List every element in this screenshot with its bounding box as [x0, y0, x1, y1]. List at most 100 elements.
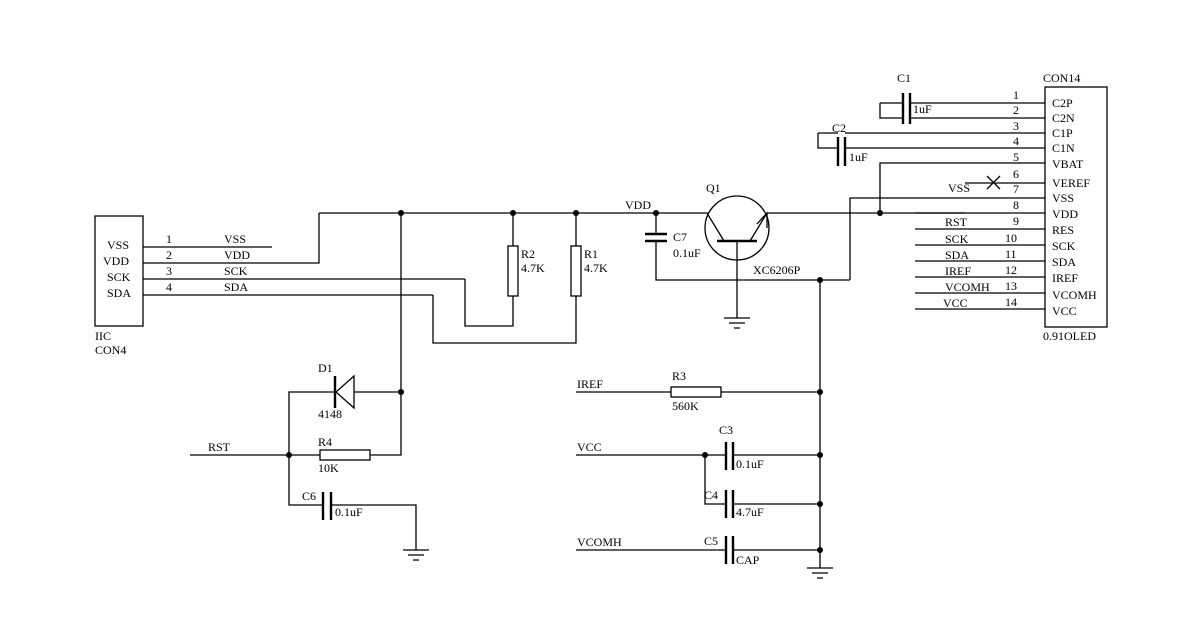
- rst-net-label: RST: [208, 440, 231, 454]
- c6-value: 0.1uF: [335, 505, 363, 519]
- con4-connector: VSS VDD SCK SDA IIC CON4 1 2 3 4 VSS VDD…: [94, 213, 465, 357]
- r1-ref: R1: [584, 247, 598, 261]
- d1-value: 4148: [318, 407, 342, 421]
- c5-ref: C5: [704, 534, 718, 548]
- c7-ref: C7: [673, 230, 687, 244]
- r1-value: 4.7K: [584, 261, 608, 275]
- c6-ref: C6: [302, 489, 316, 503]
- ground-symbol: [807, 567, 833, 579]
- resistor-r2: R2 4.7K: [464, 213, 545, 327]
- con4-net-label: SDA: [224, 280, 248, 294]
- r2-ref: R2: [521, 247, 535, 261]
- c1-ref: C1: [897, 71, 911, 85]
- vcomh-net-label: VCOMH: [577, 535, 622, 549]
- c2-ref: C2: [832, 121, 846, 135]
- con14-connector: CON14 0.91OLED 1 2 3 4 5 6 7 8 9 10 11 1…: [915, 71, 1108, 343]
- con4-label: CON4: [95, 343, 126, 357]
- oled-label: 0.91OLED: [1043, 329, 1096, 343]
- c3-ref: C3: [719, 423, 733, 437]
- con14-pin-number: 3: [1013, 119, 1019, 133]
- con14-pin-number: 10: [1005, 231, 1017, 245]
- no-connect-marker: VSS: [948, 175, 1001, 195]
- con4-pin-number: 3: [166, 264, 172, 278]
- c7-value: 0.1uF: [673, 246, 701, 260]
- con14-net-label: VCOMH: [945, 280, 990, 294]
- con14-pin-number: 12: [1005, 263, 1017, 277]
- reset-vdd-wire: [370, 213, 402, 456]
- diode-d1: D1 4148: [288, 361, 401, 455]
- c1-value: 1uF: [913, 102, 932, 116]
- con14-pin-name: SCK: [1052, 239, 1076, 253]
- r3-value: 560K: [672, 399, 699, 413]
- con14-pin-number: 5: [1013, 150, 1019, 164]
- con14-pin-name: C2P: [1052, 96, 1073, 110]
- con14-pin-name: VCOMH: [1052, 288, 1097, 302]
- c4-ref: C4: [704, 488, 718, 502]
- con14-pin-name: IREF: [1052, 271, 1078, 285]
- con4-pin-name: SCK: [107, 270, 131, 284]
- con14-pin-name: VSS: [1052, 191, 1074, 205]
- capacitor-c5: C5 CAP: [576, 534, 820, 567]
- con14-pin-number: 14: [1005, 295, 1017, 309]
- con4-net-label: VSS: [224, 232, 246, 246]
- con14-pin-number: 2: [1013, 103, 1019, 117]
- con14-pin-number: 4: [1013, 134, 1019, 148]
- capacitor-c2: C2 1uF: [817, 121, 965, 166]
- q1-part: XC6206P: [753, 263, 801, 277]
- capacitor-c3: C3 0.1uF: [576, 423, 820, 471]
- con4-pin-number: 2: [166, 248, 172, 262]
- con4-pin-number: 1: [166, 232, 172, 246]
- vbat-wire: [879, 162, 965, 213]
- capacitor-c4: C4 4.7uF: [704, 455, 820, 519]
- con4-net-label: VDD: [224, 248, 250, 262]
- con14-net-label: RST: [945, 215, 968, 229]
- vdd-net-label: VDD: [625, 198, 651, 212]
- con14-pin-number: 11: [1005, 247, 1017, 261]
- con14-pin-name: VCC: [1052, 304, 1077, 318]
- ground-symbol: [724, 317, 750, 329]
- con14-pin-name: SDA: [1052, 255, 1076, 269]
- d1-ref: D1: [318, 361, 333, 375]
- capacitor-c6: C6 0.1uF: [288, 455, 417, 550]
- resistor-r4: R4 10K: [190, 435, 371, 475]
- con14-net-label: SDA: [945, 248, 969, 262]
- con14-pin-name: VEREF: [1052, 176, 1090, 190]
- junction-dots: [286, 210, 883, 553]
- resistor-r3: R3 560K: [576, 369, 820, 413]
- con14-pin-number: 13: [1005, 279, 1017, 293]
- ground-symbol: [403, 549, 429, 561]
- r4-value: 10K: [318, 461, 339, 475]
- con14-pin-name: C1N: [1052, 141, 1075, 155]
- con14-pin-name: RES: [1052, 223, 1074, 237]
- con4-pin-number: 4: [166, 280, 172, 294]
- c3-value: 0.1uF: [736, 457, 764, 471]
- r4-ref: R4: [318, 435, 332, 449]
- con14-pin-name: C2N: [1052, 111, 1075, 125]
- con14-label: CON14: [1043, 71, 1080, 85]
- r3-ref: R3: [672, 369, 686, 383]
- con4-pin-name: VSS: [107, 238, 129, 252]
- con14-pin-name: VBAT: [1052, 157, 1084, 171]
- vss-nc-label: VSS: [948, 181, 970, 195]
- resistor-r1: R1 4.7K: [432, 213, 608, 344]
- con4-net-label: SCK: [224, 264, 248, 278]
- con14-net-label: SCK: [945, 232, 969, 246]
- c4-value: 4.7uF: [736, 505, 764, 519]
- iref-net-label: IREF: [577, 377, 603, 391]
- c5-value: CAP: [736, 553, 760, 567]
- q1-ref: Q1: [706, 181, 721, 195]
- capacitor-c1: C1 1uF: [879, 71, 965, 124]
- vcc-net-label: VCC: [577, 440, 602, 454]
- con14-pin-number: 6: [1013, 167, 1019, 181]
- capacitor-c7: C7 0.1uF: [645, 213, 850, 281]
- con14-pin-number: 9: [1013, 214, 1019, 228]
- con14-net-label: VCC: [943, 296, 968, 310]
- con14-pin-number: 8: [1013, 198, 1019, 212]
- r2-value: 4.7K: [521, 261, 545, 275]
- con14-pin-number: 1: [1013, 88, 1019, 102]
- regulator-q1: Q1 XC6206P: [700, 181, 801, 318]
- con4-pin-name: VDD: [103, 254, 129, 268]
- c2-value: 1uF: [849, 150, 868, 164]
- con14-pin-number: 7: [1013, 182, 1019, 196]
